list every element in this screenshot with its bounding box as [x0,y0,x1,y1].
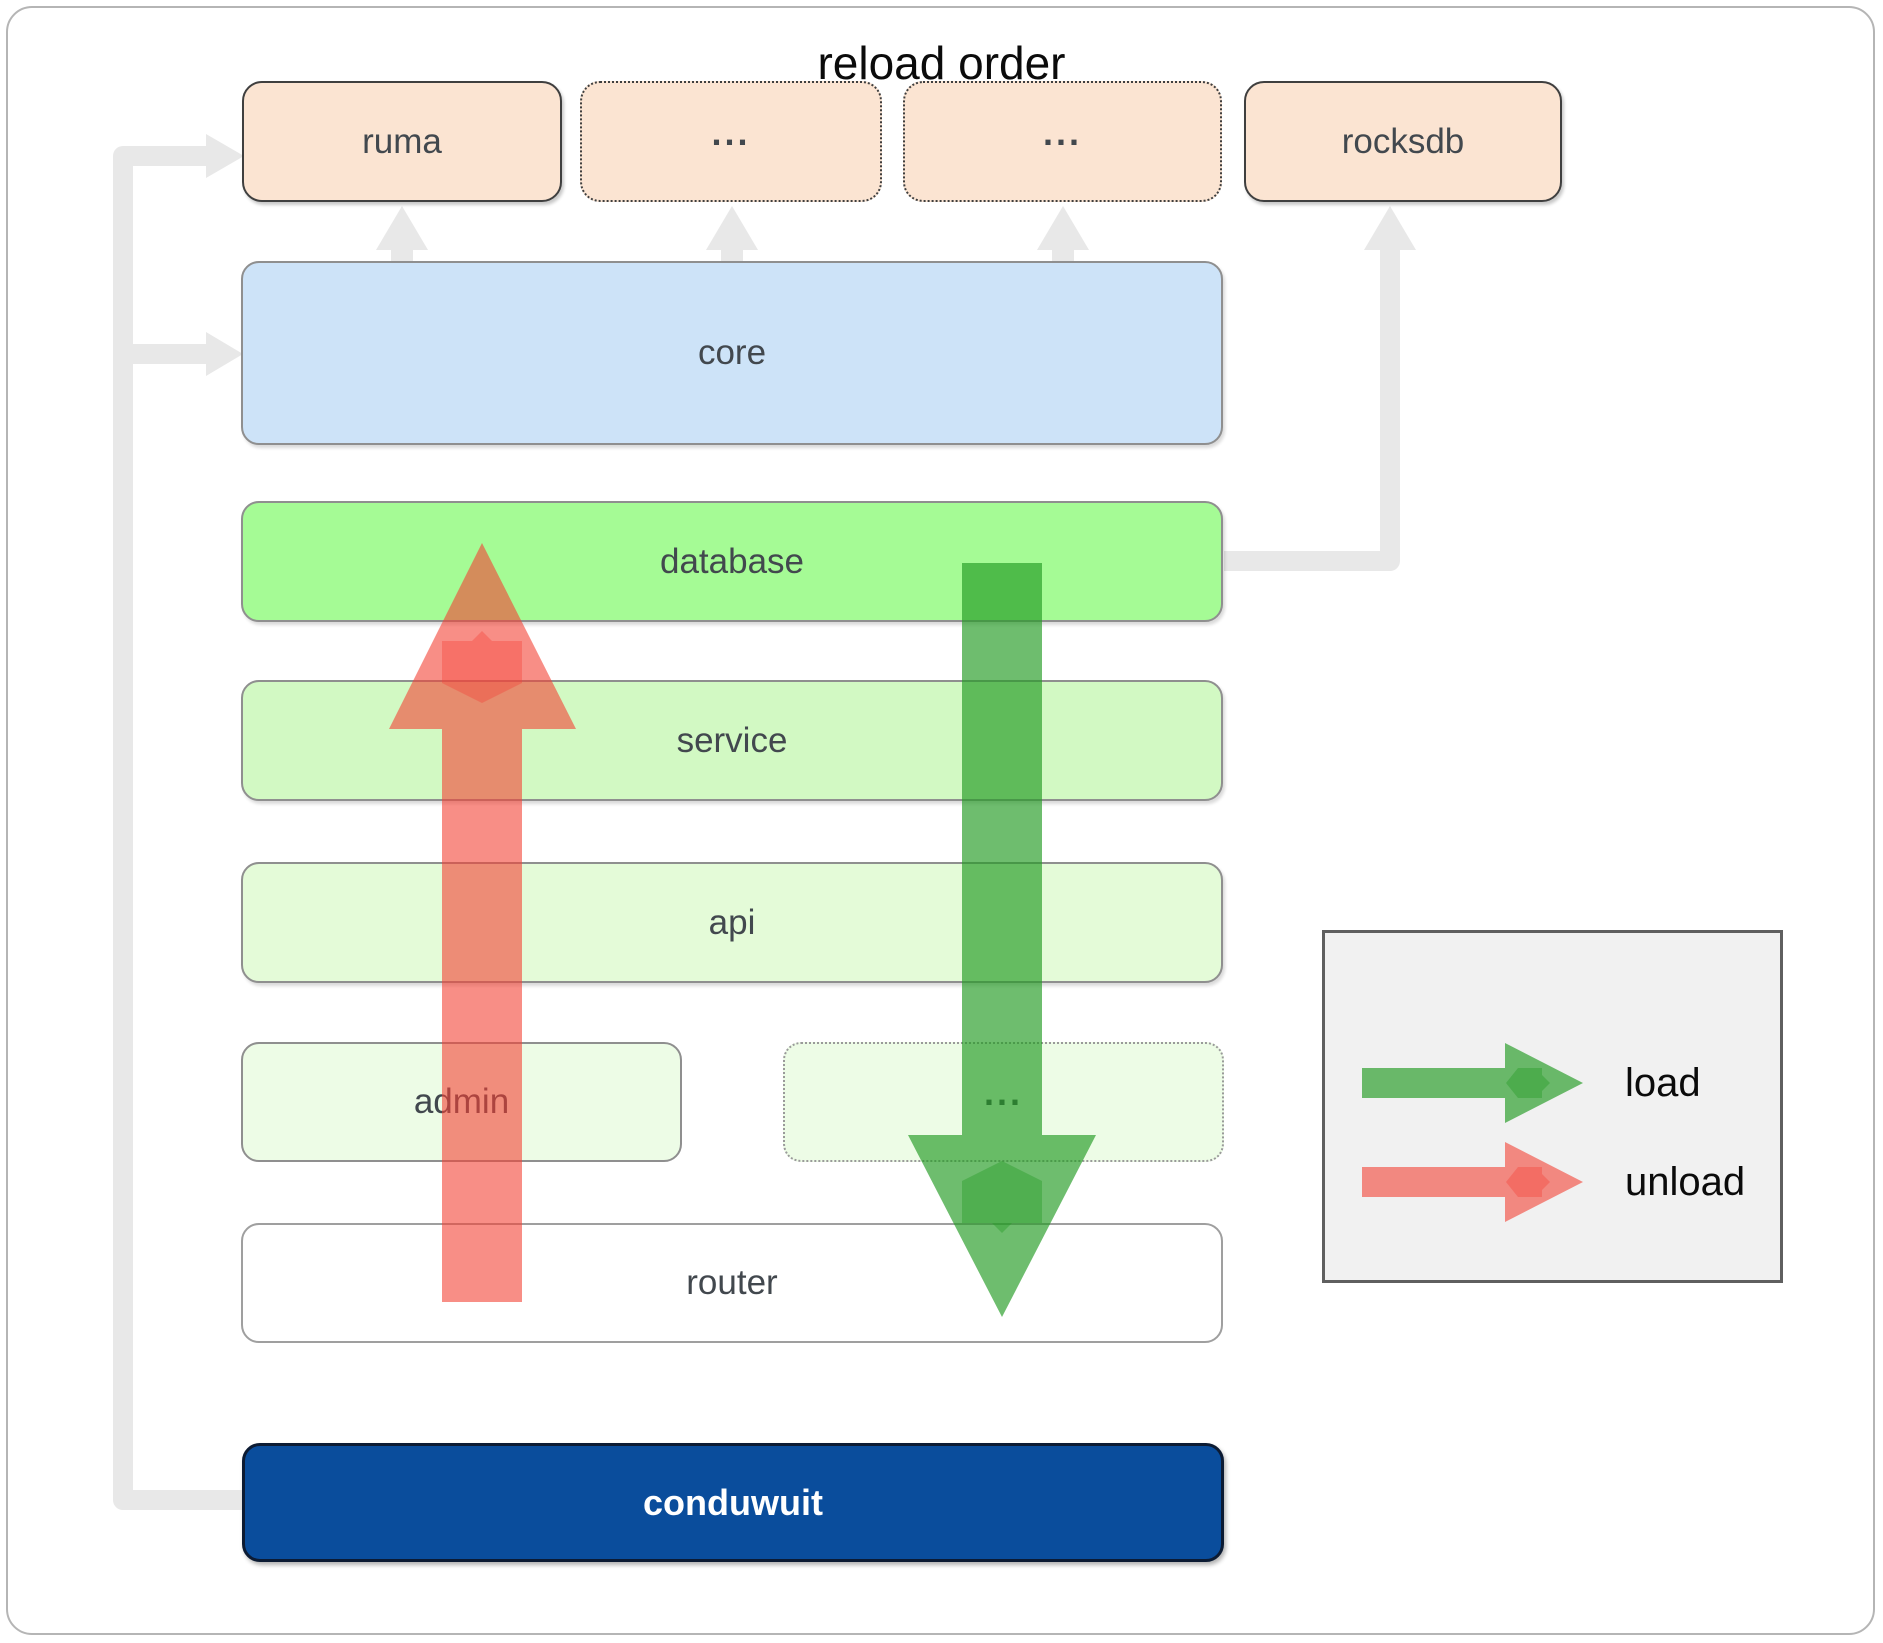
box-database: database [241,501,1223,622]
box-admin-more: ... [783,1042,1224,1162]
legend-title: reload order [817,37,1066,89]
box-api: api [241,862,1223,983]
box-api-label: api [708,902,756,942]
box-deps-more-b-label: ... [1042,111,1082,153]
outer-frame [6,6,1875,1635]
box-deps-more-a: ... [580,81,882,202]
box-conduwuit-label: conduwuit [643,1481,823,1523]
box-conduwuit: conduwuit [242,1443,1224,1562]
box-router-label: router [686,1263,778,1302]
box-ruma-label: ruma [362,121,442,161]
box-admin-label: admin [413,1082,510,1121]
legend-load-label: load [1625,1061,1701,1105]
box-service-label: service [676,720,788,760]
box-admin-more-label: ... [983,1072,1023,1113]
box-router: router [241,1223,1223,1343]
box-rocksdb-label: rocksdb [1341,121,1465,161]
box-deps-more-a-label: ... [711,111,751,153]
legend [1322,930,1783,1283]
box-ruma: ruma [242,81,562,202]
box-core-label: core [697,333,767,372]
box-core: core [241,261,1223,445]
legend-unload-label: unload [1625,1160,1746,1204]
box-service: service [241,680,1223,801]
box-admin: admin [241,1042,682,1162]
box-rocksdb: rocksdb [1244,81,1562,202]
box-deps-more-b: ... [903,81,1222,202]
box-database-label: database [659,541,805,581]
